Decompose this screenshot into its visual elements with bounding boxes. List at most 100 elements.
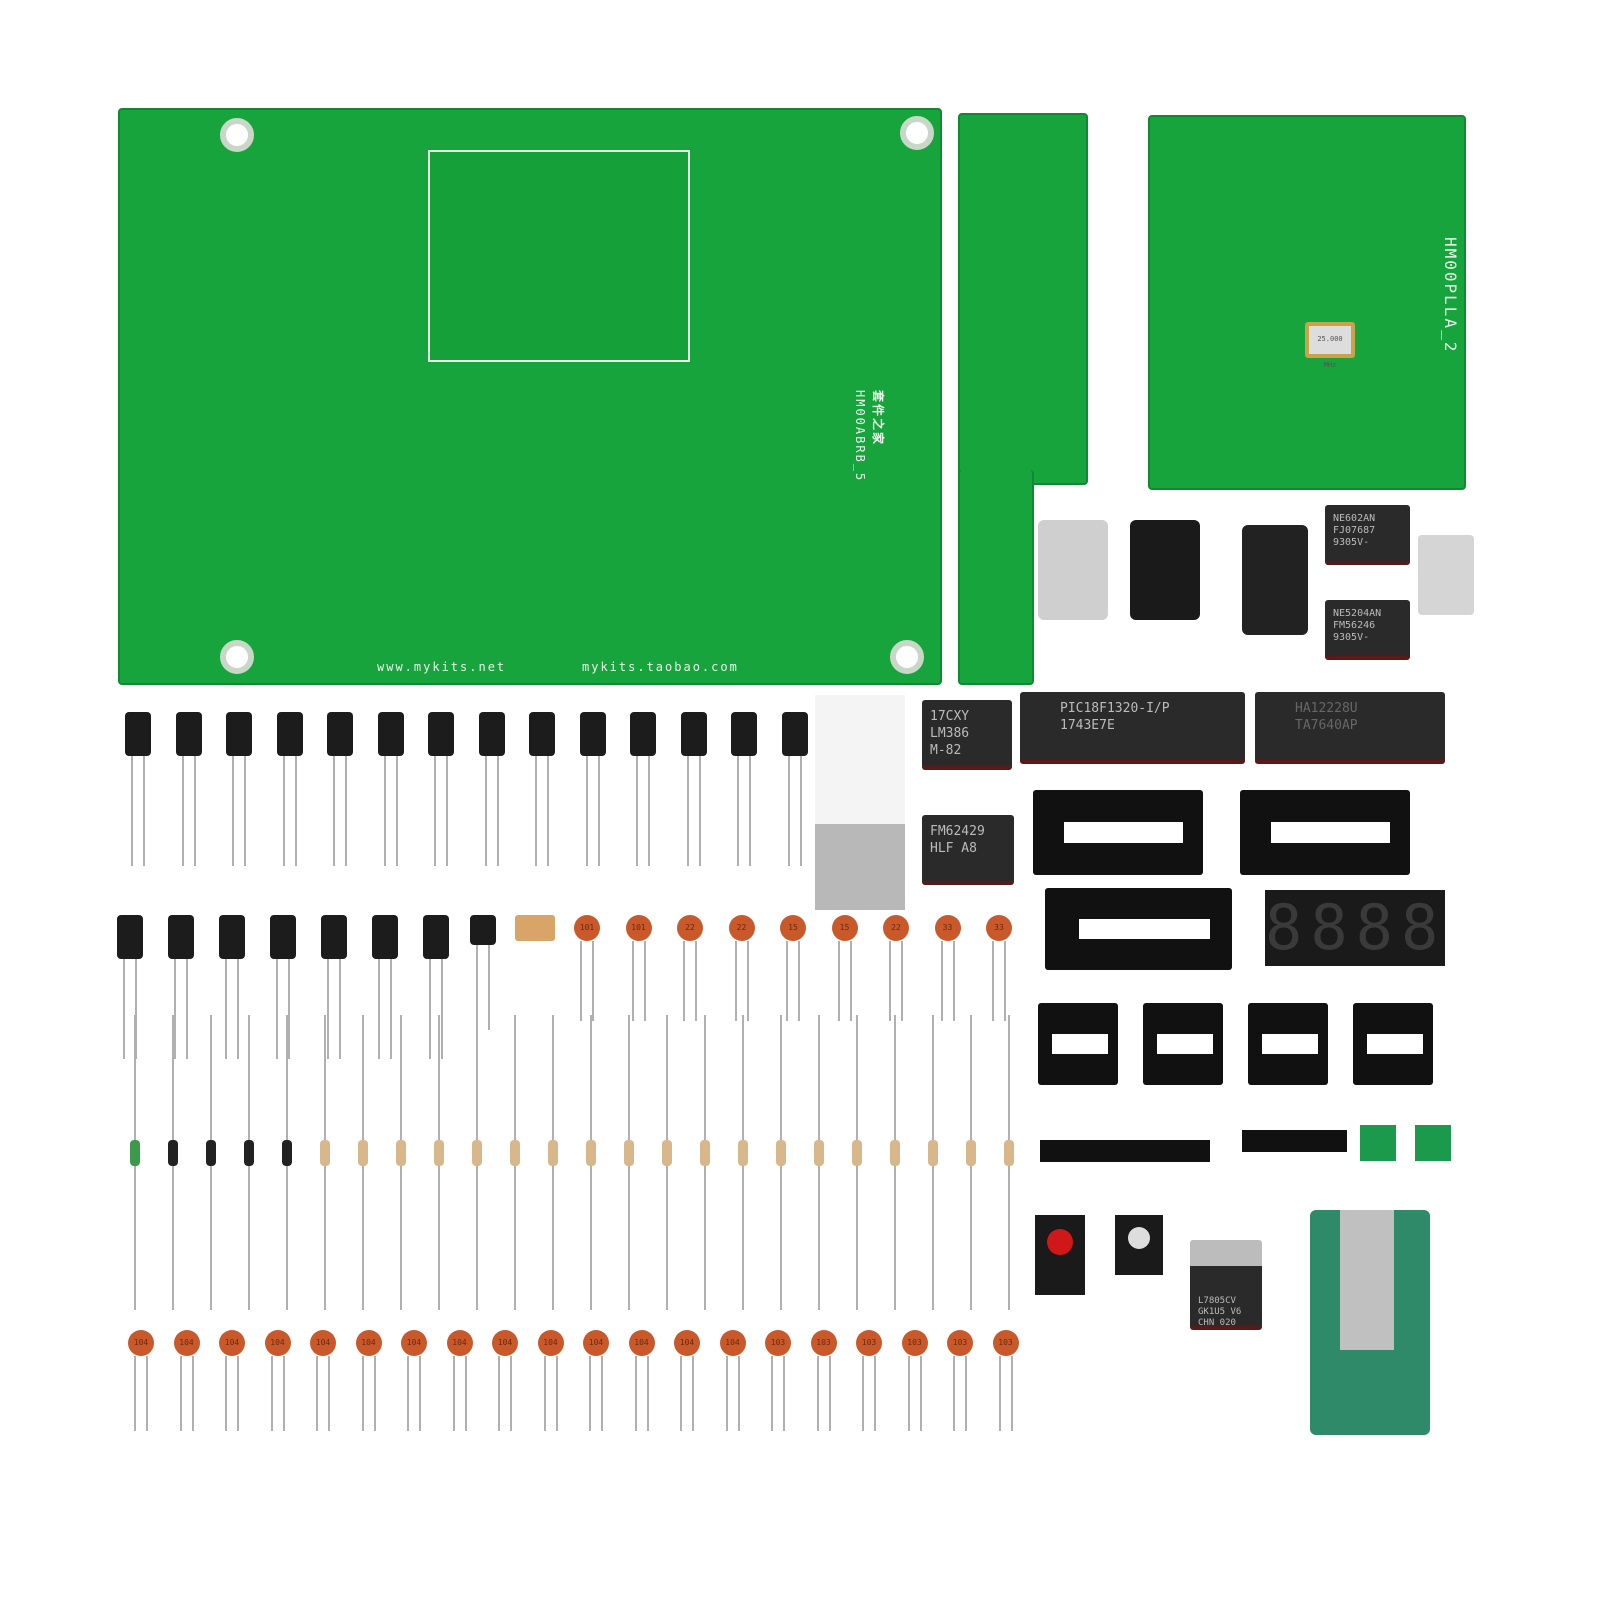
- lead: [383, 756, 386, 866]
- lead: [749, 756, 751, 866]
- ic-socket-8pin: [1038, 1003, 1118, 1085]
- lead: [940, 941, 943, 1021]
- ceramic-capacitor: 104: [674, 1330, 700, 1356]
- diode: [282, 1140, 292, 1166]
- ic-socket-8pin: [1353, 1003, 1433, 1085]
- lead: [496, 756, 499, 866]
- ceramic-capacitor: 22: [728, 915, 755, 941]
- lead: [181, 756, 184, 866]
- ceramic-capacitor: 103: [947, 1330, 973, 1356]
- lead: [174, 959, 176, 1059]
- pll-board-model: HM00PLLA_2: [1441, 237, 1460, 354]
- electrolytic-capacitor-small: [321, 915, 347, 959]
- ceramic-capacitor: 103: [765, 1330, 791, 1356]
- ceramic-capacitor: 103: [810, 1330, 837, 1356]
- pll-pcb: HM00PLLA_2 25.000 MHz: [1148, 115, 1466, 490]
- lead: [294, 756, 297, 866]
- lead: [919, 1356, 922, 1431]
- lead: [889, 941, 891, 1021]
- lead: [631, 941, 634, 1021]
- ceramic-capacitor: 22: [883, 915, 909, 941]
- lead: [992, 941, 994, 1021]
- lead: [244, 756, 246, 866]
- lead: [237, 959, 239, 1059]
- ceramic-capacitor: 104: [310, 1330, 336, 1356]
- diode: [244, 1140, 254, 1166]
- lead: [131, 756, 133, 866]
- lead: [634, 1356, 637, 1431]
- electrolytic-capacitor-small: [270, 915, 296, 959]
- lead: [446, 756, 448, 866]
- diode: [168, 1140, 178, 1166]
- lead: [464, 1356, 467, 1431]
- lead: [378, 959, 380, 1059]
- lead: [589, 1356, 591, 1431]
- electrolytic-capacitor-small: [168, 915, 194, 959]
- lead: [1010, 1356, 1013, 1431]
- lead: [636, 756, 638, 866]
- resistor: [396, 1140, 406, 1166]
- lead: [123, 959, 125, 1059]
- lead: [282, 756, 285, 866]
- lead: [686, 756, 689, 866]
- ceramic-capacitor: 15: [780, 915, 806, 941]
- lead: [543, 1356, 546, 1431]
- transistor: [470, 915, 496, 945]
- lead: [276, 959, 278, 1059]
- lead: [953, 1356, 955, 1431]
- lead: [601, 1356, 603, 1431]
- lead: [998, 1356, 1001, 1431]
- crystal-oscillator: 25.000 MHz: [1305, 322, 1355, 369]
- lead: [837, 941, 840, 1021]
- ceramic-capacitor: 104: [173, 1330, 200, 1356]
- lead: [965, 1356, 967, 1431]
- lead: [643, 941, 646, 1021]
- ceramic-capacitor: 33: [934, 915, 961, 941]
- lead: [799, 756, 802, 866]
- narrow-pcb-tail: [958, 470, 1034, 685]
- lead: [484, 756, 487, 866]
- electrolytic-capacitor: [125, 712, 151, 756]
- led-clear-holder: [1115, 1215, 1163, 1275]
- resistor: [738, 1140, 748, 1166]
- lead: [373, 1356, 376, 1431]
- lead: [597, 756, 600, 866]
- lead: [816, 1356, 819, 1431]
- lead: [339, 959, 341, 1059]
- ic-socket-8pin: [1143, 1003, 1223, 1085]
- lead: [407, 1356, 409, 1431]
- ceramic-capacitor: 104: [128, 1330, 154, 1356]
- mount-hole: [900, 116, 934, 150]
- ceramic-capacitor: 104: [355, 1330, 382, 1356]
- resistor: [586, 1140, 596, 1166]
- lead: [488, 945, 490, 1030]
- lead: [555, 1356, 558, 1431]
- lead: [828, 1356, 831, 1431]
- ceramic-capacitor: 104: [219, 1330, 245, 1356]
- lead: [434, 756, 436, 866]
- lead: [327, 959, 329, 1059]
- lead: [771, 1356, 773, 1431]
- lead: [225, 1356, 227, 1431]
- lead: [186, 959, 188, 1059]
- lead: [288, 959, 290, 1059]
- smd-inductor: [1415, 1125, 1451, 1161]
- ic-socket-8pin: [1248, 1003, 1328, 1085]
- lead: [592, 941, 594, 1021]
- audio-jack: [1038, 520, 1108, 620]
- lead: [498, 1356, 500, 1431]
- ceramic-capacitor: 104: [401, 1330, 427, 1356]
- electrolytic-capacitor: [579, 712, 606, 756]
- ic-socket-20pin: [1045, 888, 1232, 970]
- lead: [692, 1356, 694, 1431]
- led-red-holder: [1035, 1215, 1085, 1295]
- electrolytic-capacitor: [327, 712, 353, 756]
- lead: [535, 756, 537, 866]
- resistor: [320, 1140, 330, 1166]
- lead: [746, 941, 749, 1021]
- lead: [901, 941, 903, 1021]
- board-model: HM00ABRB_5: [853, 390, 867, 483]
